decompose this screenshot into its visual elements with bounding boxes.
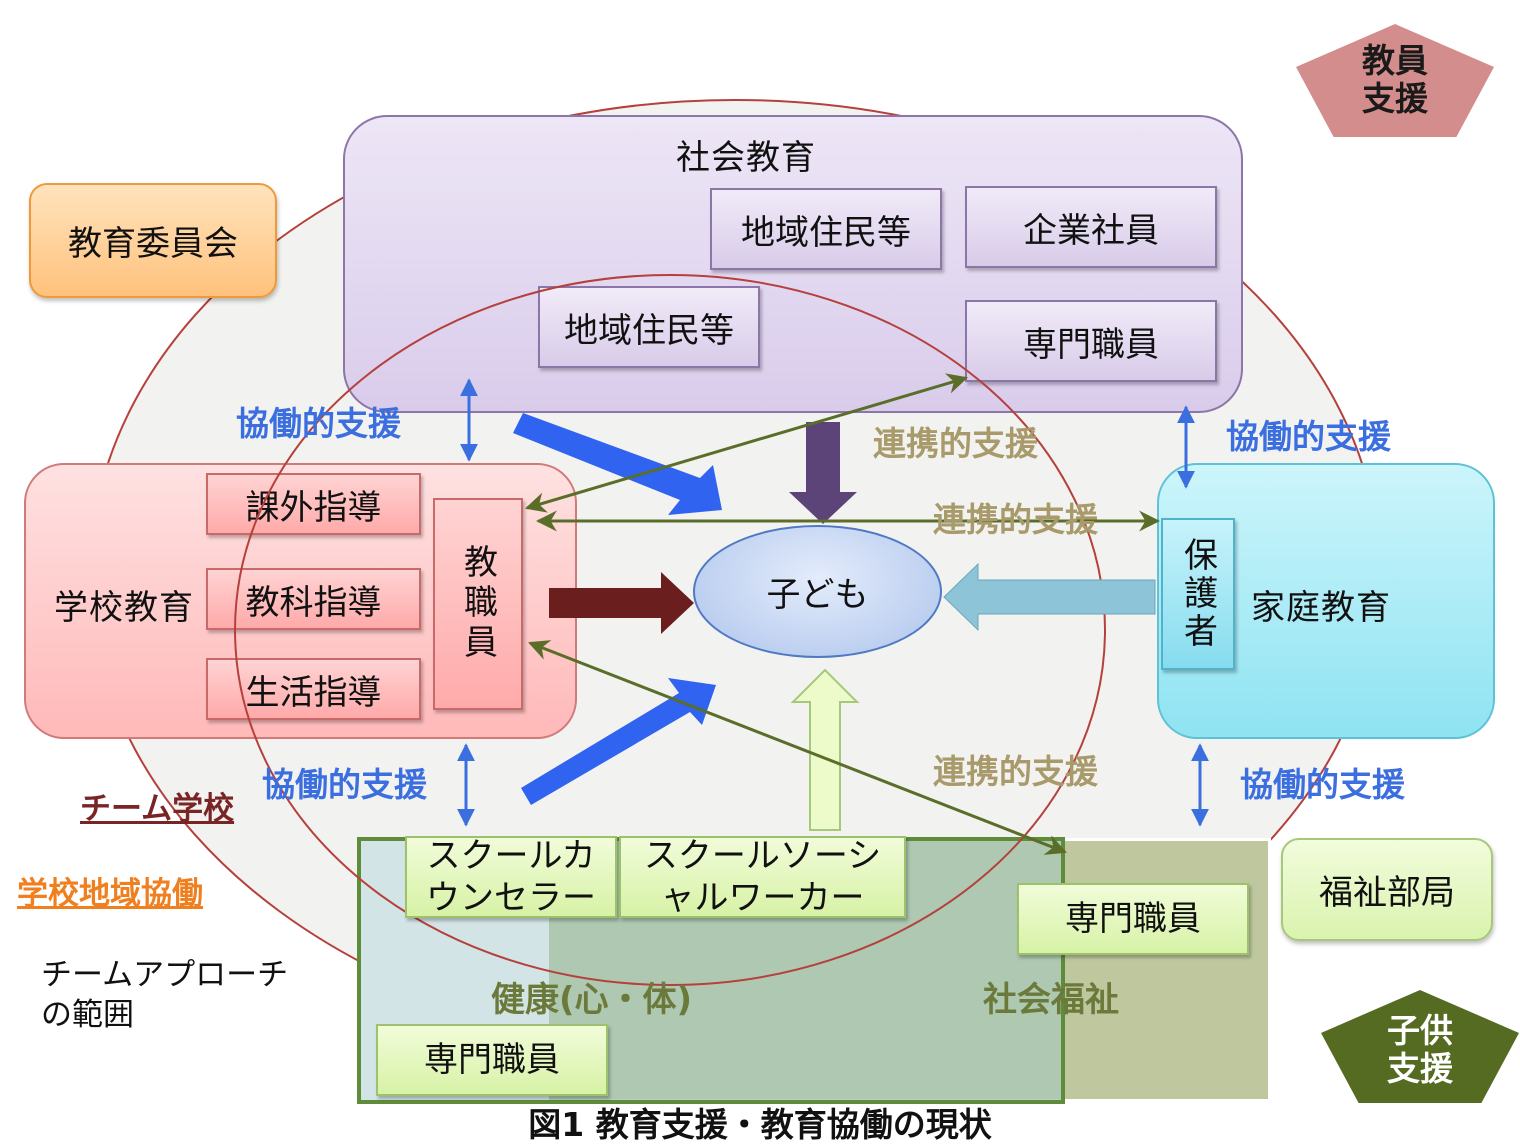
collab-label-bottom-left: 協働的支援	[262, 765, 427, 804]
team-approach-label: チームアプローチの範囲	[41, 955, 311, 1036]
social-specialist-box: 専門職員	[965, 300, 1217, 382]
teaching-staff-label: 教職員	[457, 544, 498, 664]
collab-arrow-bottom	[521, 678, 716, 805]
teaching-staff-box: 教職員	[433, 498, 523, 710]
school-social-worker-box: スクールソーシャルワーカー	[619, 836, 906, 918]
community-residents-box-2: 地域住民等	[538, 286, 760, 368]
company-employees-box: 企業社員	[965, 186, 1217, 268]
social-to-child-arrow	[789, 422, 857, 524]
collab-label-bottom-right: 協働的支援	[1240, 765, 1405, 804]
link-label-bottom: 連携的支援	[933, 752, 1098, 791]
school-community-label: 学校地域協働	[17, 876, 203, 912]
welfare-specialist-box: 専門職員	[1017, 883, 1249, 955]
subject-guidance-box: 教科指導	[206, 568, 421, 630]
child-support-label: 子供支援	[1387, 1011, 1453, 1088]
school-community-circle	[234, 274, 1106, 986]
link-label-top: 連携的支援	[873, 424, 1038, 463]
home-education-title: 家庭教育	[1251, 588, 1391, 628]
team-approach-text: チームアプローチの範囲	[41, 957, 289, 1034]
welfare-department-box: 福祉部局	[1281, 838, 1493, 941]
social-education-title: 社会教育	[676, 138, 816, 178]
school-counselor-box: スクールカウンセラー	[405, 836, 617, 918]
health-specialist-box: 専門職員	[376, 1024, 608, 1096]
extracurricular-box: 課外指導	[206, 473, 421, 535]
collab-label-top-left: 協働的支援	[236, 404, 401, 443]
figure-caption: 図1 教育支援・教育協働の現状	[528, 1105, 992, 1144]
team-school-label: チーム学校	[80, 791, 235, 827]
collab-label-top-right: 協働的支援	[1226, 417, 1391, 456]
home-to-child-arrow	[943, 562, 1156, 632]
school-to-child-arrow	[549, 572, 694, 634]
guardian-label: 保護者	[1177, 537, 1218, 651]
health-label: 健康(心・体)	[491, 980, 693, 1020]
teacher-support-label: 教員支援	[1362, 41, 1428, 118]
social-welfare-label: 社会福祉	[983, 980, 1119, 1020]
collab-arrow-top	[513, 413, 722, 515]
child-node: 子ども	[693, 525, 942, 658]
community-residents-box-1: 地域住民等	[710, 188, 942, 270]
guardian-box: 保護者	[1161, 518, 1235, 670]
board-of-education-box: 教育委員会	[29, 183, 277, 298]
link-arrow-staff-social	[524, 373, 969, 513]
school-education-title: 学校教育	[54, 588, 194, 628]
link-label-middle: 連携的支援	[933, 500, 1098, 539]
link-arrow-staff-welfare	[528, 640, 1067, 855]
